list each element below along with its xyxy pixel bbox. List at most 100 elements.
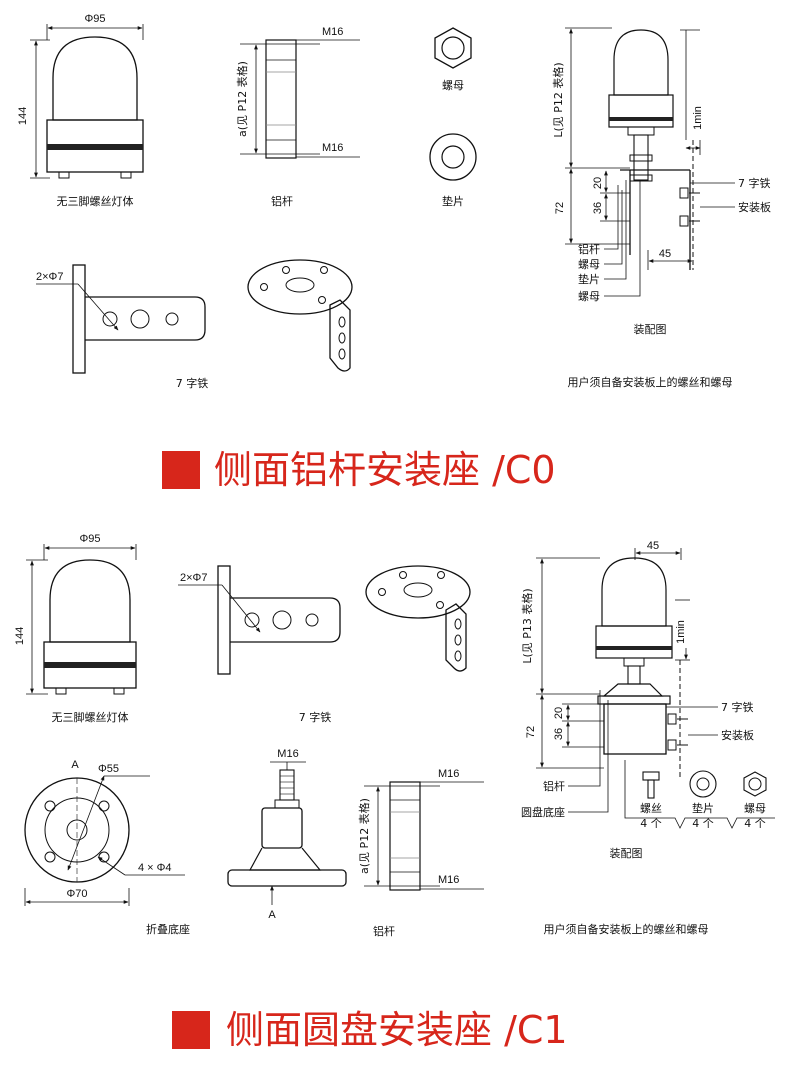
- c0-nut-hex: [434, 27, 472, 69]
- c1-base-side-drawing: M16 A: [227, 748, 347, 921]
- c1-base-pcd-dimline: [67, 775, 105, 871]
- c0-assembly-note: 用户须自备安装板上的螺丝和螺母: [568, 375, 733, 389]
- c0-assembly-length-label: L(见 P12 表格): [551, 62, 565, 137]
- c1-assembly-callout-base: 圆盘底座: [521, 805, 565, 819]
- c0-lamp-caption: 无三脚螺丝灯体: [57, 194, 134, 208]
- c1-assembly-part-qty-0: 4 个: [640, 817, 662, 830]
- c1-rod-length-label: a(见 P12 表格): [357, 798, 371, 874]
- c0-lamp-band: [47, 144, 143, 150]
- c1-base-side-thread: M16: [277, 748, 298, 760]
- c0-washer-drawing: 垫片: [429, 133, 477, 208]
- c1-assembly-callout-bracket: 7 字铁: [721, 700, 754, 714]
- c0-bracket-caption: 7 字铁: [176, 376, 209, 390]
- c0-assembly-callout-nut1: 螺母: [578, 258, 600, 271]
- c1-rod-caption: 铝杆: [373, 924, 395, 938]
- c0-heading-text: 侧面铝杆安装座 /C0: [214, 448, 556, 492]
- c0-assembly-dim-20: 20: [592, 177, 604, 189]
- c0-lamp-height-dim: 144: [17, 107, 29, 125]
- c0-assembly-dim-45: 45: [659, 248, 671, 260]
- c0-assembly-dim-72: 72: [554, 202, 566, 214]
- c1-base-side-stud: [279, 769, 295, 801]
- c0-assembly-rod: [633, 134, 649, 181]
- c0-assembly-callout-nut2: 螺母: [578, 290, 600, 303]
- c1-assembly-bracket: [603, 703, 667, 755]
- c1-assembly-rod: [627, 665, 641, 685]
- c0-rod-drawing: a(见 P12 表格) M16 M16 铝杆: [235, 26, 360, 208]
- c0-assembly-drawing: 1min L(见 P12 表格) 72 20 36 45 7 字铁 安装板 铝杆…: [551, 27, 771, 389]
- c1-rod-drawing: a(见 P12 表格) M16 M16 铝杆: [357, 768, 484, 938]
- c1-base-outer: [24, 777, 130, 883]
- c0-assembly-bracket: [629, 170, 691, 270]
- c1-assembly-callout-rod: 铝杆: [543, 779, 565, 793]
- c1-assembly-drawing: 45 1min L(见 P13 表格) 72 20 36 7 字铁: [520, 540, 775, 936]
- c1-assembly-gap-dim: 1min: [675, 620, 687, 644]
- c0-bracket-drawing: 2×Φ7 7 字铁: [36, 264, 209, 390]
- c0-assembly-caption: 装配图: [634, 323, 667, 336]
- c1-heading-text: 侧面圆盘安装座 /C1: [226, 1008, 568, 1052]
- c0-lamp-foot-right: [120, 171, 132, 179]
- c1-bracket-hole-dim: 2×Φ7: [180, 572, 207, 584]
- c1-assembly-dim-20: 20: [553, 707, 565, 719]
- c1-section-heading: 侧面圆盘安装座 /C1: [0, 1000, 790, 1060]
- c0-rod-bottom-thread: M16: [322, 142, 343, 154]
- c1-assembly-dim-72: 72: [525, 726, 537, 738]
- c0-nut-caption: 螺母: [442, 79, 464, 92]
- c1-assembly-washer-part: 垫片 4 个: [689, 770, 717, 830]
- c0-lamp-foot-left: [58, 171, 70, 179]
- c0-assembly-lamp: [613, 29, 669, 96]
- c0-bracket-plate: [72, 264, 86, 374]
- c1-flange-disc: [365, 565, 471, 619]
- c0-bracket-3d-drawing: [247, 259, 353, 372]
- c1-lamp-width-dim: Φ95: [79, 533, 100, 545]
- c1-assembly-caption: 装配图: [610, 847, 643, 860]
- c1-bracket-plate: [217, 565, 231, 675]
- c1-base-marker-a: A: [71, 759, 79, 771]
- c0-assembly-callout-washer: 垫片: [578, 272, 600, 286]
- c1-bracket-arm: [230, 597, 341, 643]
- c0-lamp-width-dim: Φ95: [84, 13, 105, 25]
- c1-base-side-hinge: [261, 807, 303, 849]
- c0-assembly-dim-36: 36: [592, 202, 604, 214]
- c0-section-heading: 侧面铝杆安装座 /C0: [0, 440, 790, 500]
- c1-lamp-drawing: Φ95 144 无三脚螺丝灯体: [14, 533, 137, 724]
- c0-nut-drawing: 螺母: [434, 27, 472, 92]
- c0-lamp-dome: [52, 36, 138, 121]
- c1-base-hole-dim: 4 × Φ4: [138, 862, 172, 874]
- c0-bracket-hole-dim: 2×Φ7: [36, 271, 63, 283]
- c1-base-pcd-dim: Φ55: [98, 763, 119, 775]
- c0-rod-caption: 铝杆: [271, 194, 293, 208]
- c1-lamp-dome: [49, 559, 131, 643]
- c1-bracket-caption: 7 字铁: [299, 710, 332, 724]
- c1-base-caption: 折叠底座: [146, 922, 190, 936]
- c1-assembly-base: [602, 683, 664, 697]
- c1-base-outer-dim: Φ70: [66, 888, 87, 900]
- c1-assembly-nut-part: 螺母 4 个: [743, 771, 767, 830]
- c1-rod-top-thread: M16: [438, 768, 459, 780]
- c1-assembly-note: 用户须自备安装板上的螺丝和螺母: [544, 922, 709, 936]
- c1-base-side-marker-a: A: [268, 909, 276, 921]
- c1-assembly-dim-36: 36: [553, 728, 565, 740]
- c1-lamp-height-dim: 144: [14, 627, 26, 645]
- c0-rod-top-thread: M16: [322, 26, 343, 38]
- c1-base-side-foot: [227, 869, 347, 887]
- c1-assembly-part-qty-1: 4 个: [692, 817, 714, 830]
- c0-rod-length-label: a(见 P12 表格): [235, 61, 249, 137]
- c0-rod-body: [265, 39, 297, 159]
- c1-lamp-caption: 无三脚螺丝灯体: [52, 710, 129, 724]
- c1-base-top-drawing: Φ55 A 4 × Φ4 Φ70 折叠底座: [24, 759, 190, 936]
- c0-heading-marker: [162, 451, 200, 489]
- c1-assembly-part-name-1: 垫片: [692, 801, 714, 815]
- c0-washer-outer: [429, 133, 477, 181]
- c0-assembly-gap-dim: 1min: [692, 106, 704, 130]
- c1-assembly-screw-part: 螺丝 4 个: [640, 771, 662, 830]
- c0-assembly-callout-plate: 安装板: [738, 200, 771, 214]
- c1-assembly-lamp: [601, 557, 667, 627]
- c1-heading-marker: [172, 1011, 210, 1049]
- c1-rod-bottom-thread: M16: [438, 874, 459, 886]
- c1-rod-body: [389, 781, 421, 891]
- c1-bracket-3d-drawing: [365, 565, 471, 672]
- c1-assembly-part-name-2: 螺母: [744, 802, 766, 815]
- c1-bracket-drawing: 2×Φ7 7 字铁: [178, 565, 341, 724]
- c0-washer-caption: 垫片: [442, 194, 464, 208]
